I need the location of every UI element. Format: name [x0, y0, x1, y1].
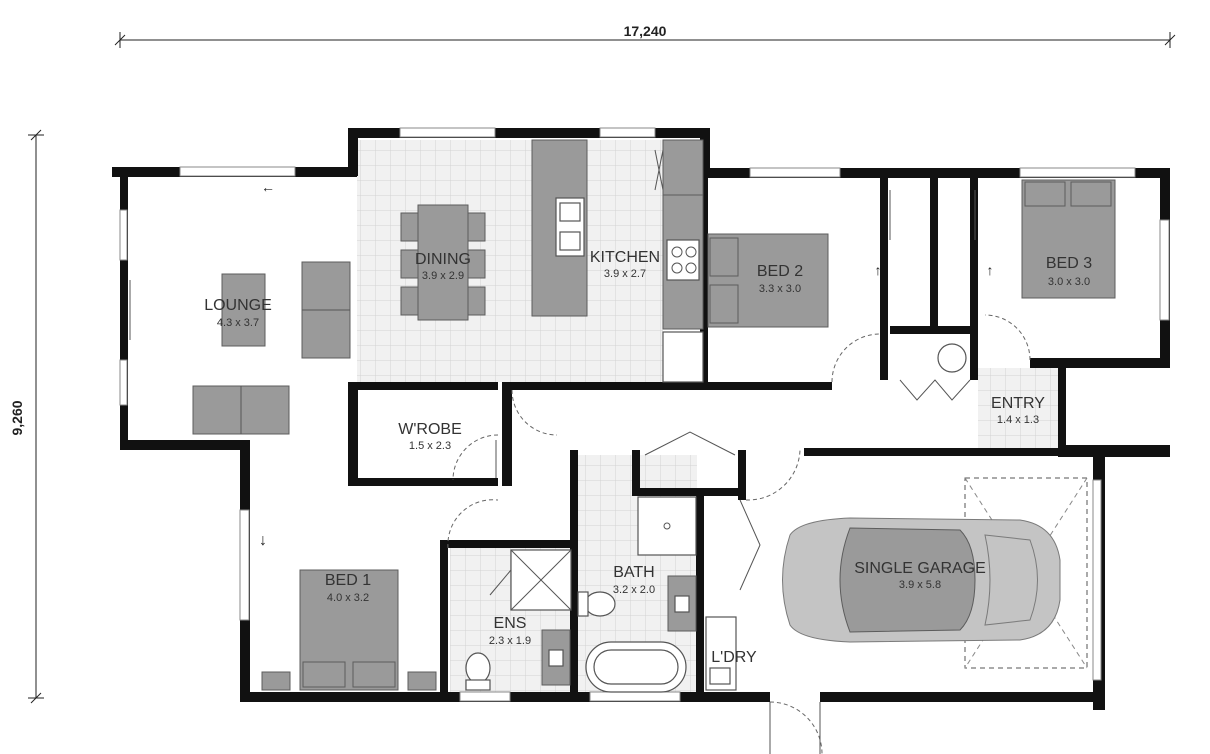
garage-furniture	[782, 477, 1088, 669]
coffee-table-icon	[221, 273, 266, 347]
dining-table-icon	[417, 204, 469, 321]
ens-name: ENS	[494, 615, 527, 632]
bed1-furniture	[261, 569, 437, 691]
entry-floor	[978, 368, 1060, 448]
wrobe-name: W'ROBE	[398, 421, 462, 438]
toilet-icon	[584, 591, 616, 617]
kitchen-size: 3.9 x 2.7	[604, 268, 646, 280]
windows	[119, 127, 1170, 702]
arrow-down-icon: ↓	[259, 532, 267, 549]
chair-icon	[400, 249, 419, 279]
laundry-name: L'DRY	[711, 649, 757, 666]
width-dimension-label: 17,240	[624, 23, 667, 39]
room-labels: LOUNGE 4.3 x 3.7 DINING 3.9 x 2.9 KITCHE…	[204, 249, 1092, 666]
entry-size: 1.4 x 1.3	[997, 414, 1039, 426]
height-dimension-label: 9,260	[9, 400, 25, 435]
wrobe-size: 1.5 x 2.3	[409, 440, 451, 452]
bed3-name: BED 3	[1046, 255, 1092, 272]
lounge-furniture	[129, 261, 351, 435]
ens-size: 2.3 x 1.9	[489, 635, 531, 647]
bed2-furniture	[707, 233, 829, 328]
chair-icon	[467, 286, 486, 316]
bath-size: 3.2 x 2.0	[613, 584, 655, 596]
shower-icon	[637, 496, 697, 556]
lounge-name: LOUNGE	[204, 297, 272, 314]
bed3-furniture	[1021, 179, 1116, 299]
hot-water-cylinder-icon	[937, 343, 967, 373]
bath-name: BATH	[613, 564, 654, 581]
dining-furniture	[400, 204, 486, 321]
ensuite-fixtures	[465, 549, 572, 691]
dining-size: 3.9 x 2.9	[422, 270, 464, 282]
fridge-icon	[662, 139, 704, 196]
toilet-icon	[465, 652, 491, 684]
laundry-fixtures	[705, 616, 737, 691]
bedside-table-icon	[407, 671, 437, 691]
arrow-left-icon: ←	[261, 179, 275, 195]
cooktop-icon	[666, 239, 700, 281]
chair-icon	[467, 249, 486, 279]
garage-name: SINGLE GARAGE	[854, 560, 986, 577]
bed1-name: BED 1	[325, 572, 371, 589]
overall-height-dimension: 9,260	[9, 129, 44, 704]
car-icon	[782, 517, 1061, 643]
arrow-up-icon: ↑	[875, 262, 882, 278]
bed2-name: BED 2	[757, 263, 803, 280]
arrow-up-icon: ↑	[987, 262, 994, 278]
overall-width-dimension: 17,240	[114, 23, 1176, 48]
bathroom-fixtures	[577, 496, 697, 693]
bedside-table-icon	[261, 671, 291, 691]
pantry-icon	[662, 331, 704, 383]
entry-name: ENTRY	[991, 395, 1045, 412]
door-swings	[447, 149, 1031, 754]
bed1-size: 4.0 x 3.2	[327, 592, 369, 604]
direction-arrows: ← ↓ ↑ ↑	[259, 179, 994, 549]
chair-icon	[400, 286, 419, 316]
lounge-size: 4.3 x 3.7	[217, 317, 259, 329]
bed3-size: 3.0 x 3.0	[1048, 276, 1090, 288]
kitchen-furniture	[531, 139, 704, 383]
garage-door-outline	[964, 477, 1088, 669]
chair-icon	[400, 212, 419, 242]
chair-icon	[467, 212, 486, 242]
dining-name: DINING	[415, 251, 471, 268]
garage-size: 3.9 x 5.8	[899, 579, 941, 591]
kitchen-name: KITCHEN	[590, 249, 660, 266]
bed2-size: 3.3 x 3.0	[759, 283, 801, 295]
